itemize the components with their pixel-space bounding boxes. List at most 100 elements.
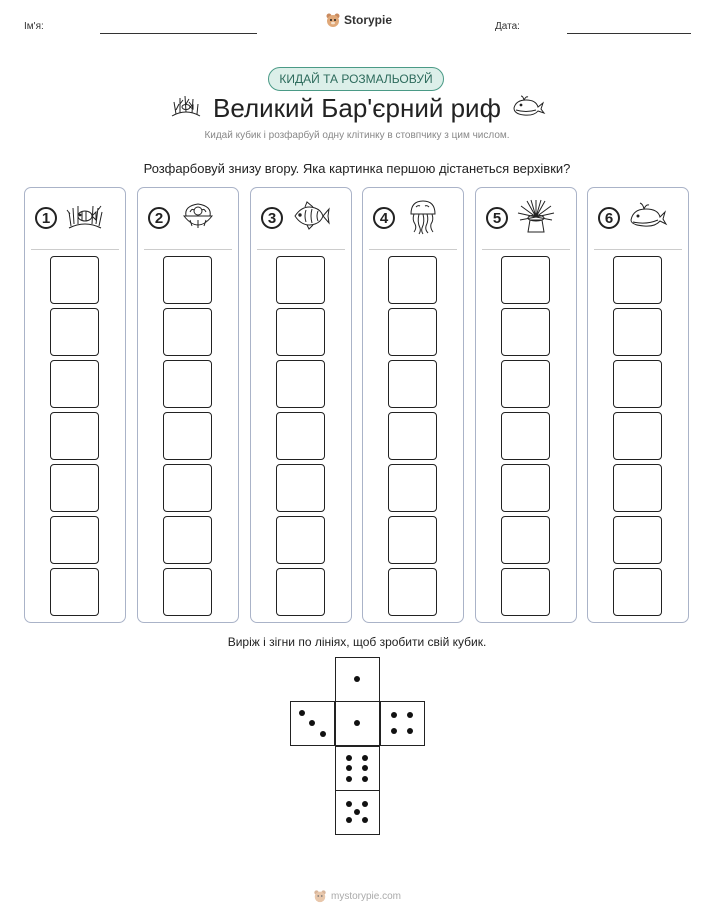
color-cell[interactable] <box>276 256 325 304</box>
column-2: 2 <box>137 187 239 623</box>
color-cell[interactable] <box>388 308 437 356</box>
column-number: 1 <box>35 207 57 229</box>
die-pip <box>362 817 369 824</box>
die-face-1 <box>335 701 380 746</box>
instruction: Розфарбовуй знизу вгору. Яка картинка пе… <box>143 161 571 176</box>
whale-icon <box>630 202 668 227</box>
color-cell[interactable] <box>50 412 99 460</box>
color-cell[interactable] <box>163 308 212 356</box>
color-cell[interactable] <box>613 464 662 512</box>
die-face-4 <box>380 701 425 746</box>
die-pip <box>390 728 397 735</box>
color-cell[interactable] <box>501 256 550 304</box>
color-cell[interactable] <box>613 412 662 460</box>
fish-icon <box>294 201 330 230</box>
color-cell[interactable] <box>276 308 325 356</box>
color-cell[interactable] <box>388 568 437 616</box>
color-cell[interactable] <box>50 516 99 564</box>
die-pip <box>309 720 315 726</box>
column-divider <box>31 249 119 250</box>
die-pip <box>319 730 326 737</box>
color-cell[interactable] <box>276 568 325 616</box>
die-face-5 <box>335 790 380 835</box>
color-cell[interactable] <box>163 412 212 460</box>
color-cell[interactable] <box>613 516 662 564</box>
column-number: 4 <box>373 207 395 229</box>
die-pip <box>362 754 369 761</box>
color-cell[interactable] <box>388 256 437 304</box>
color-cell[interactable] <box>50 464 99 512</box>
column-5: 5 <box>475 187 577 623</box>
color-cell[interactable] <box>613 256 662 304</box>
column-divider <box>594 249 682 250</box>
column-number: 3 <box>261 207 283 229</box>
bear-logo-icon <box>326 13 340 27</box>
brand-logo: Storypie <box>325 12 392 28</box>
color-cell[interactable] <box>163 464 212 512</box>
column-6: 6 <box>587 187 689 623</box>
color-cell[interactable] <box>501 516 550 564</box>
die-pip <box>362 775 369 782</box>
die-pip <box>354 809 360 815</box>
color-cell[interactable] <box>388 516 437 564</box>
color-cell[interactable] <box>501 308 550 356</box>
die-pip <box>362 765 369 771</box>
coral-reef-icon <box>171 95 201 117</box>
whale-title-icon <box>513 95 546 116</box>
column-3: 3 <box>250 187 352 623</box>
footer: mystorypie.com <box>0 889 714 903</box>
die-pip <box>345 775 352 782</box>
column-divider <box>257 249 345 250</box>
color-cell[interactable] <box>276 516 325 564</box>
color-cell[interactable] <box>50 256 99 304</box>
column-divider <box>369 249 457 250</box>
column-divider <box>482 249 570 250</box>
column-number: 2 <box>148 207 170 229</box>
sea-anemone-icon <box>517 199 555 233</box>
color-cell[interactable] <box>50 360 99 408</box>
color-cell[interactable] <box>276 412 325 460</box>
color-cell[interactable] <box>613 568 662 616</box>
color-cell[interactable] <box>163 256 212 304</box>
activity-badge: КИДАЙ ТА РОЗМАЛЬОВУЙ <box>268 67 444 91</box>
color-cell[interactable] <box>388 360 437 408</box>
column-number: 5 <box>486 207 508 229</box>
name-label: Ім'я: <box>24 21 44 32</box>
name-line[interactable] <box>100 33 257 34</box>
color-cell[interactable] <box>388 412 437 460</box>
die-pip <box>362 800 369 807</box>
die-face-6 <box>335 746 380 791</box>
color-cell[interactable] <box>501 464 550 512</box>
color-cell[interactable] <box>163 516 212 564</box>
color-cell[interactable] <box>388 464 437 512</box>
die-pip <box>354 720 360 726</box>
color-cell[interactable] <box>613 308 662 356</box>
date-label: Дата: <box>495 21 520 32</box>
die-pip <box>298 709 305 716</box>
die-face-1 <box>335 657 380 702</box>
color-cell[interactable] <box>501 360 550 408</box>
die-pip <box>345 765 352 771</box>
color-cell[interactable] <box>50 568 99 616</box>
color-cell[interactable] <box>276 464 325 512</box>
column-number: 6 <box>598 207 620 229</box>
jellyfish-icon <box>410 200 436 235</box>
color-cell[interactable] <box>501 568 550 616</box>
color-cell[interactable] <box>276 360 325 408</box>
color-cell[interactable] <box>50 308 99 356</box>
footer-url[interactable]: mystorypie.com <box>330 890 401 902</box>
die-pip <box>345 754 352 761</box>
die-pip <box>345 800 352 807</box>
die-pip <box>407 728 414 735</box>
column-4: 4 <box>362 187 464 623</box>
color-cell[interactable] <box>163 360 212 408</box>
date-line[interactable] <box>567 33 691 34</box>
color-cell[interactable] <box>501 412 550 460</box>
color-cell[interactable] <box>613 360 662 408</box>
page-title: Великий Бар'єрний риф <box>213 93 501 123</box>
clownfish-anemone-icon <box>66 205 103 229</box>
cut-instruction: Виріж і зігни по лініях, щоб зробити сві… <box>227 635 487 649</box>
die-pip <box>354 676 360 682</box>
color-cell[interactable] <box>163 568 212 616</box>
brand-name: Storypie <box>344 13 393 27</box>
